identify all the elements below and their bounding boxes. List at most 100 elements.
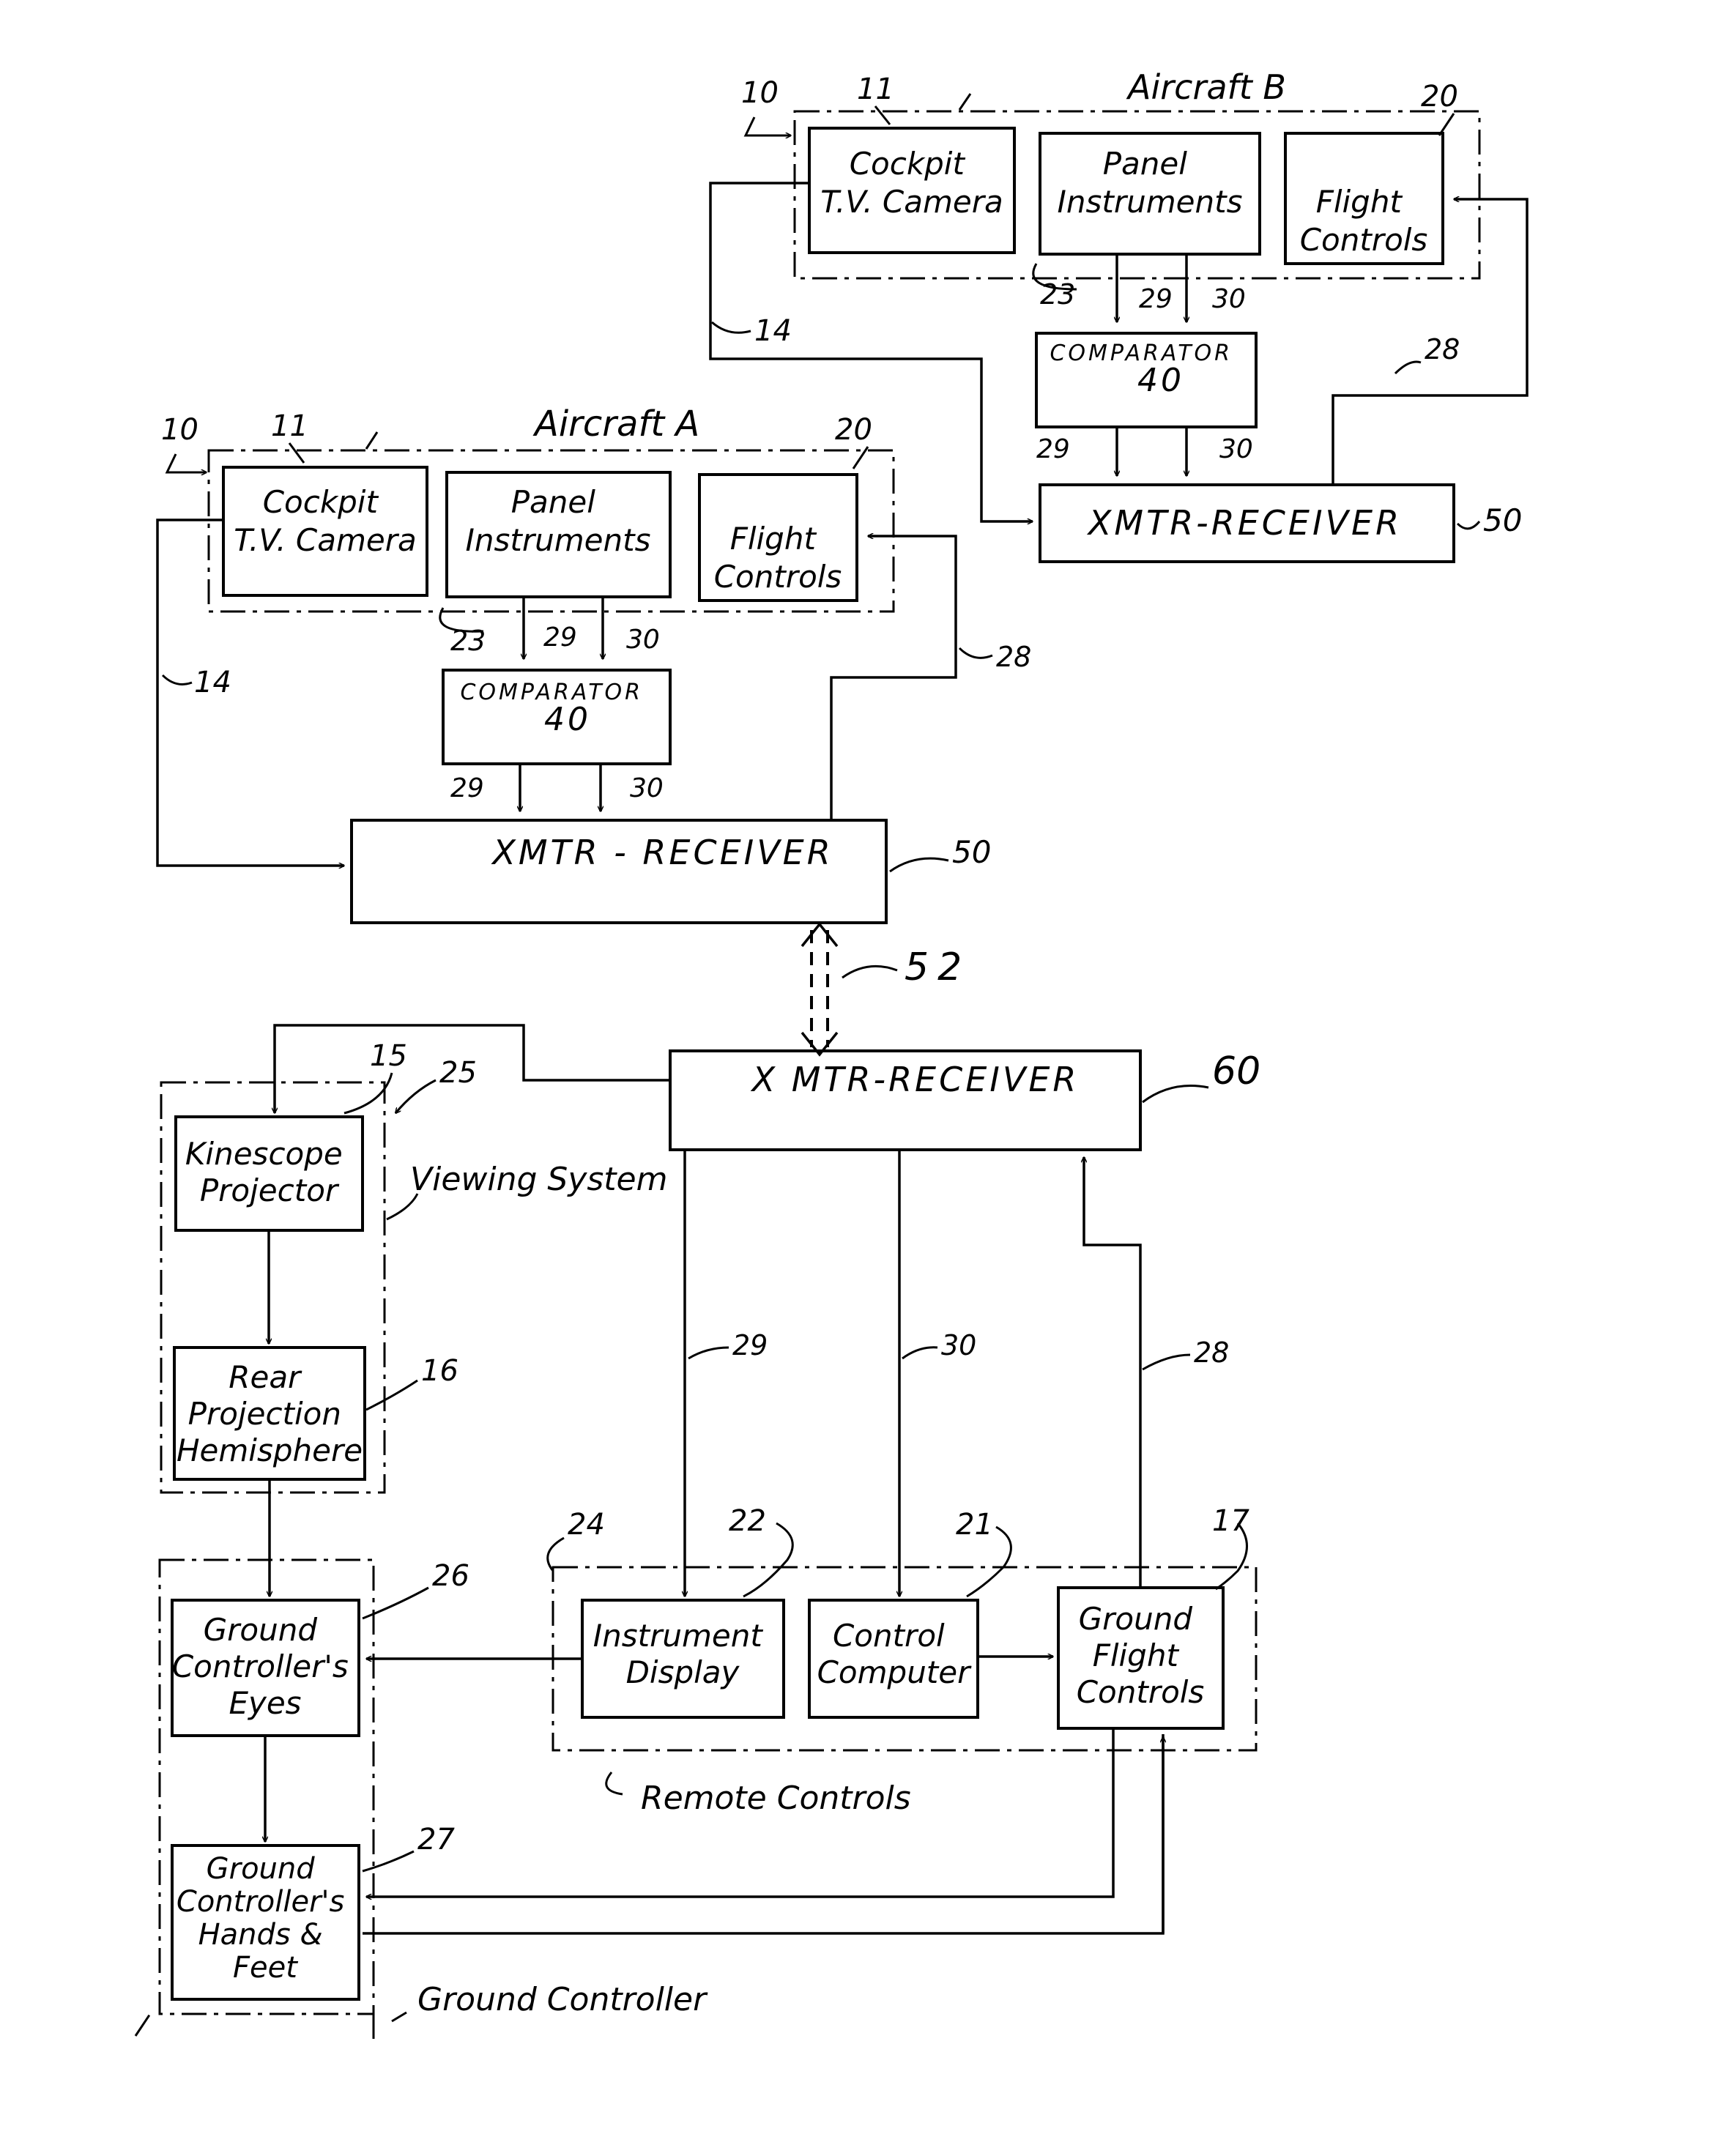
ground-line-30-ref-lead: [902, 1348, 937, 1358]
ground-line-29-ref-lead: [688, 1348, 729, 1358]
radio-link-group: 52: [802, 924, 970, 1055]
aircraft-a-ref-50: 50: [952, 834, 991, 870]
aircraft-a-line-14: [157, 520, 344, 866]
aircraft-a-ref-28: 28: [996, 641, 1031, 673]
instrument-display-ref-22: 22: [729, 1504, 766, 1538]
aircraft-a-ref-11-lead: [289, 443, 304, 463]
rear-projection-line2: Projection: [188, 1396, 341, 1432]
aircraft-b-comparator-label: COMPARATOR 40: [1050, 341, 1242, 399]
hands-label: Ground Controller's Hands & Feet: [177, 1852, 354, 1985]
aircraft-a-controls-label: Flight Controls: [714, 521, 842, 595]
hands-ref-27: 27: [417, 1823, 455, 1856]
ground-controller-bottom-left: [135, 2014, 150, 2036]
ground-xmtr-ref-60: 60: [1212, 1049, 1260, 1093]
ground-line-29-ref: 29: [732, 1329, 768, 1361]
aircraft-b-ref-20: 20: [1421, 80, 1458, 114]
viewing-system-ref-25: 25: [439, 1056, 477, 1090]
ground-line-28-ref-lead: [1143, 1355, 1190, 1369]
aircraft-b-controls-line2: Controls: [1300, 222, 1428, 258]
hands-line4: Feet: [233, 1951, 298, 1985]
remote-controls-label-lead: [606, 1772, 623, 1794]
aircraft-a-xmtr-label: XMTR - RECEIVER: [491, 833, 833, 872]
aircraft-a-ref-10-lead: [167, 454, 207, 472]
rear-projection-ref-16: 16: [421, 1354, 458, 1388]
instrument-display-line1: Instrument: [593, 1618, 764, 1654]
aircraft-a-ref-10: 10: [161, 413, 198, 447]
aircraft-b-ref-11-lead: [875, 106, 890, 124]
aircraft-b-group: Aircraft B Cockpit T.V. Camera Panel Ins…: [710, 67, 1527, 562]
aircraft-b-comparator-line2: 40: [1137, 362, 1184, 399]
ground-flight-controls-label: Ground Flight Controls: [1077, 1601, 1205, 1710]
aircraft-b-instruments-line2: Instruments: [1058, 184, 1243, 220]
aircraft-b-camera-line2: T.V. Camera: [820, 184, 1003, 220]
rear-projection-label: Rear Projection Hemisphere: [177, 1359, 363, 1468]
aircraft-a-instruments-line1: Panel: [511, 484, 596, 520]
aircraft-a-camera-line2: T.V. Camera: [234, 522, 416, 558]
aircraft-b-camera-label: Cockpit T.V. Camera: [820, 146, 1003, 220]
eyes-ref-26-lead: [363, 1588, 428, 1618]
aircraft-b-camera-line1: Cockpit: [850, 146, 966, 182]
kinescope-label: Kinescope Projector: [185, 1136, 352, 1208]
aircraft-b-ref-28: 28: [1425, 333, 1460, 365]
hands-line3: Hands &: [198, 1918, 323, 1952]
ground-line-28: [1084, 1157, 1140, 1588]
control-computer-line2: Computer: [817, 1654, 973, 1690]
ground-line-28-ref: 28: [1194, 1337, 1229, 1369]
radio-link-ref-52: 52: [905, 945, 970, 989]
ground-line-30-ref: 30: [941, 1329, 976, 1361]
ground-xmtr-label: X MTR-RECEIVER: [751, 1060, 1080, 1099]
rear-projection-ref-16-lead: [366, 1380, 417, 1410]
kinescope-line1: Kinescope: [185, 1136, 343, 1172]
ground-xmtr-ref-60-lead: [1143, 1086, 1208, 1103]
ground-flight-controls-line2: Flight: [1093, 1638, 1180, 1673]
aircraft-b-instruments-line1: Panel: [1103, 146, 1188, 182]
aircraft-a-ref-20: 20: [835, 413, 872, 447]
aircraft-b-ref-10-lead: [746, 117, 791, 135]
remote-controls-ref-24-lead: [548, 1538, 564, 1571]
aircraft-b-instruments-label: Panel Instruments: [1058, 146, 1243, 220]
aircraft-a-ref-29b: 29: [450, 773, 484, 803]
aircraft-b-ref-11: 11: [857, 73, 894, 106]
aircraft-b-controls-line1: Flight: [1316, 184, 1403, 220]
eyes-line2: Controller's: [172, 1648, 349, 1684]
aircraft-a-comparator-line2: 40: [544, 701, 591, 738]
aircraft-b-ref-23: 23: [1040, 278, 1075, 311]
aircraft-b-ref-30b: 30: [1219, 434, 1253, 464]
control-computer-label: Control Computer: [817, 1618, 973, 1690]
aircraft-a-comparator-label: COMPARATOR 40: [460, 680, 653, 738]
aircraft-b-title-tick: [959, 94, 970, 110]
aircraft-a-ref-50-lead: [890, 858, 948, 871]
ground-controller-label: Ground Controller: [417, 1981, 708, 2018]
eyes-label: Ground Controller's Eyes: [172, 1612, 358, 1721]
aircraft-b-ref-28-lead: [1395, 362, 1421, 373]
eyes-line3: Eyes: [229, 1685, 301, 1721]
aircraft-b-ref-50-lead: [1457, 521, 1479, 529]
rear-projection-line3: Hemisphere: [177, 1432, 363, 1468]
viewing-system-ref-25-lead: [395, 1080, 436, 1113]
aircraft-a-title-tick: [366, 432, 377, 449]
aircraft-a-group: Aircraft A Cockpit T.V. Camera Panel Ins…: [157, 404, 1031, 923]
aircraft-a-ref-29a: 29: [543, 622, 577, 653]
eyes-line1: Ground: [204, 1612, 318, 1648]
aircraft-b-ref-29a: 29: [1139, 284, 1173, 314]
aircraft-a-camera-label: Cockpit T.V. Camera: [234, 484, 416, 558]
aircraft-a-controls-line2: Controls: [714, 559, 842, 595]
aircraft-a-controls-line1: Flight: [730, 521, 817, 557]
ground-group: X MTR-RECEIVER 60 Viewing System 25 Kine…: [135, 1025, 1260, 2043]
ground-line-controls-hands-b: [363, 1734, 1163, 1933]
rear-projection-line1: Rear: [229, 1359, 302, 1395]
instrument-display-line2: Display: [626, 1654, 740, 1690]
ground-flight-controls-line1: Ground: [1079, 1601, 1193, 1637]
radio-link-arrow-top: [802, 924, 837, 946]
aircraft-b-ref-14-lead: [712, 322, 751, 332]
aircraft-b-line-14: [710, 183, 1033, 521]
aircraft-b-ref-10: 10: [741, 76, 779, 110]
radio-link-ref-52-lead: [842, 966, 897, 978]
aircraft-b-title: Aircraft B: [1126, 67, 1286, 107]
instrument-display-label: Instrument Display: [593, 1618, 772, 1690]
aircraft-a-ref-14-lead: [163, 675, 192, 684]
hands-ref-27-lead: [363, 1851, 414, 1871]
aircraft-a-title: Aircraft A: [532, 404, 699, 445]
remote-controls-ref-24: 24: [568, 1508, 605, 1542]
